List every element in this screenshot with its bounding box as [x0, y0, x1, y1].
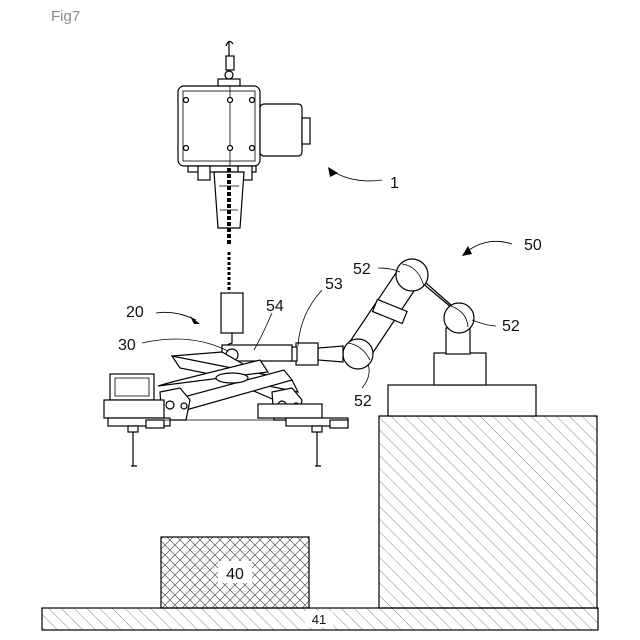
- label-joint-top: 52: [353, 261, 371, 278]
- label-connector: 53: [325, 276, 343, 293]
- hoist: [178, 41, 310, 352]
- joint-top: [396, 259, 428, 291]
- label-load: 40: [226, 566, 244, 583]
- label-hoist: 1: [390, 175, 399, 192]
- label-joint-right: 52: [502, 318, 520, 335]
- label-bar: 54: [266, 298, 284, 315]
- label-robot-arm: 50: [524, 237, 542, 254]
- label-lifting-device: 20: [126, 304, 144, 321]
- label-joint-bottom: 52: [354, 393, 372, 410]
- joint-right: [444, 303, 474, 333]
- label-gripper-frame: 30: [118, 337, 136, 354]
- label-floor: 41: [312, 612, 326, 627]
- robot-arm: [289, 259, 474, 369]
- robot-pedestal: [379, 353, 597, 608]
- load-box: 40: [161, 537, 309, 608]
- floor: 41: [42, 608, 598, 630]
